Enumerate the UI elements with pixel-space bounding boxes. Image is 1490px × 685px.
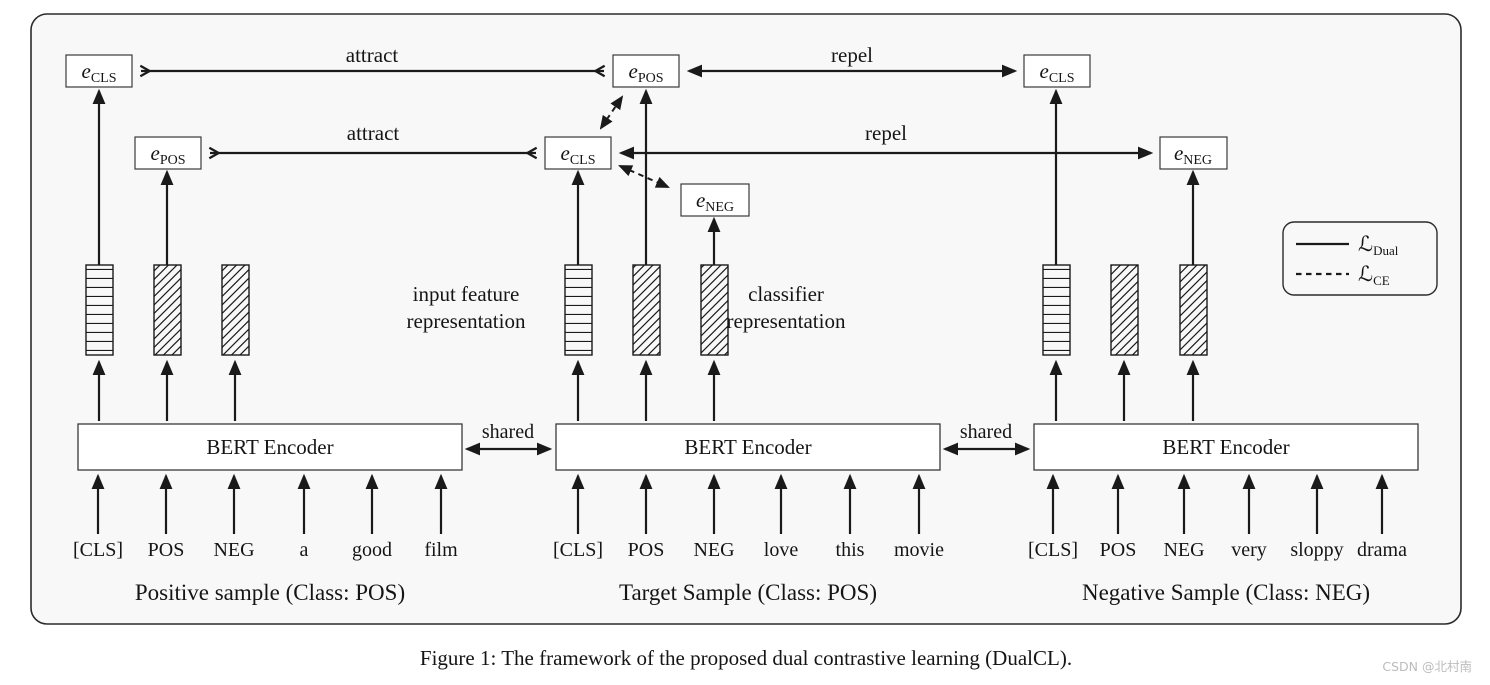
ce-dashed-arrow-pos xyxy=(599,95,624,130)
figure-caption: Figure 1: The framework of the proposed … xyxy=(420,646,1072,670)
embedding-label-center-epos: ePOS xyxy=(628,59,663,86)
token-label: very xyxy=(1231,539,1267,561)
embedding-label-left-ecls: eCLS xyxy=(81,59,116,86)
token-label: love xyxy=(764,539,799,561)
token-label: POS xyxy=(628,539,665,561)
token-label: NEG xyxy=(1163,539,1204,561)
shared-label-left: shared xyxy=(482,421,534,443)
bert-encoder-center xyxy=(555,423,941,471)
embedding-box-center-ecls xyxy=(544,136,612,170)
embedding-box-left-ecls xyxy=(65,54,133,88)
bert-encoder-center-label: BERT Encoder xyxy=(684,435,811,459)
token-label: NEG xyxy=(693,539,734,561)
token-label: sloppy xyxy=(1290,539,1343,561)
embedding-box-center-eneg xyxy=(680,183,750,217)
input-feature-label-line1: input feature xyxy=(413,282,520,306)
token-label: good xyxy=(352,539,392,561)
classifier-label-line2: representation xyxy=(727,309,846,333)
ce-dashed-arrow-neg xyxy=(618,165,670,188)
classifier-bar-neg-center xyxy=(700,264,729,356)
token-label: [CLS] xyxy=(73,539,123,561)
token-label: movie xyxy=(894,539,944,561)
legend-label-dual: ℒDual xyxy=(1358,232,1399,258)
legend-label-ce: ℒCE xyxy=(1358,262,1390,288)
sample-captions: Positive sample (Class: POS) Target Samp… xyxy=(135,580,1370,605)
representation-annotations: input feature representation classifier … xyxy=(407,282,846,333)
watermark: CSDN @北村南 xyxy=(1382,659,1472,674)
sample-caption-positive: Positive sample (Class: POS) xyxy=(135,580,405,605)
token-label: drama xyxy=(1357,539,1407,561)
input-feature-label-line2: representation xyxy=(407,309,526,333)
bert-encoder-left xyxy=(77,423,463,471)
input-feature-bar-center xyxy=(564,264,593,356)
token-label: NEG xyxy=(213,539,254,561)
embedding-box-center-epos xyxy=(612,54,680,88)
embedding-box-right-ecls xyxy=(1023,54,1091,88)
bar-to-embedding-arrows xyxy=(92,88,1200,265)
embedding-box-right-eneg xyxy=(1159,136,1228,170)
classifier-bar-pos-left xyxy=(153,264,182,356)
sample-caption-negative: Negative Sample (Class: NEG) xyxy=(1082,580,1370,605)
attract-label-top: attract xyxy=(346,43,399,67)
token-label: a xyxy=(300,539,309,561)
token-label: POS xyxy=(1100,539,1137,561)
embedding-label-right-eneg: eNEG xyxy=(1174,141,1212,168)
embedding-label-right-ecls: eCLS xyxy=(1039,59,1074,86)
embedding-label-center-ecls: eCLS xyxy=(560,141,595,168)
representation-bars xyxy=(85,264,1208,356)
repel-label-mid: repel xyxy=(865,121,907,145)
encoder-to-bar-arrows xyxy=(92,359,1200,421)
attract-label-mid: attract xyxy=(347,121,400,145)
classifier-bar-pos-right xyxy=(1110,264,1139,356)
token-arrows xyxy=(91,473,1389,534)
embedding-label-left-epos: ePOS xyxy=(150,141,185,168)
token-labels: [CLS] POS NEG a good film [CLS] POS NEG … xyxy=(73,539,1407,561)
classifier-bar-pos-center xyxy=(632,264,661,356)
bert-encoder-left-label: BERT Encoder xyxy=(206,435,333,459)
input-feature-bar-right xyxy=(1042,264,1071,356)
shared-links: shared shared xyxy=(464,421,1031,456)
figure-panel xyxy=(30,13,1462,625)
classifier-bar-neg-left xyxy=(221,264,250,356)
repel-label-top: repel xyxy=(831,43,873,67)
embedding-boxes: eCLS ePOS ePOS eCLS eNEG eCLS eNEG xyxy=(65,54,1228,217)
bert-encoder-right xyxy=(1033,423,1419,471)
token-label: this xyxy=(836,539,865,561)
bert-encoders: BERT Encoder BERT Encoder BERT Encoder xyxy=(77,423,1419,471)
token-label: POS xyxy=(148,539,185,561)
legend: ℒDual ℒCE xyxy=(1282,221,1438,296)
shared-label-right: shared xyxy=(960,421,1012,443)
classifier-bar-neg-right xyxy=(1179,264,1208,356)
token-label: film xyxy=(424,539,458,561)
cross-entropy-arrows xyxy=(599,95,670,188)
bert-encoder-right-label: BERT Encoder xyxy=(1162,435,1289,459)
legend-box xyxy=(1282,221,1438,296)
input-feature-bar-left xyxy=(85,264,114,356)
relation-arrows: attract repel attract repel xyxy=(141,43,1154,160)
token-label: [CLS] xyxy=(1028,539,1078,561)
embedding-label-center-eneg: eNEG xyxy=(696,188,734,215)
sample-caption-target: Target Sample (Class: POS) xyxy=(619,580,877,605)
token-label: [CLS] xyxy=(553,539,603,561)
classifier-label-line1: classifier xyxy=(748,282,824,306)
embedding-box-left-epos xyxy=(134,136,202,170)
